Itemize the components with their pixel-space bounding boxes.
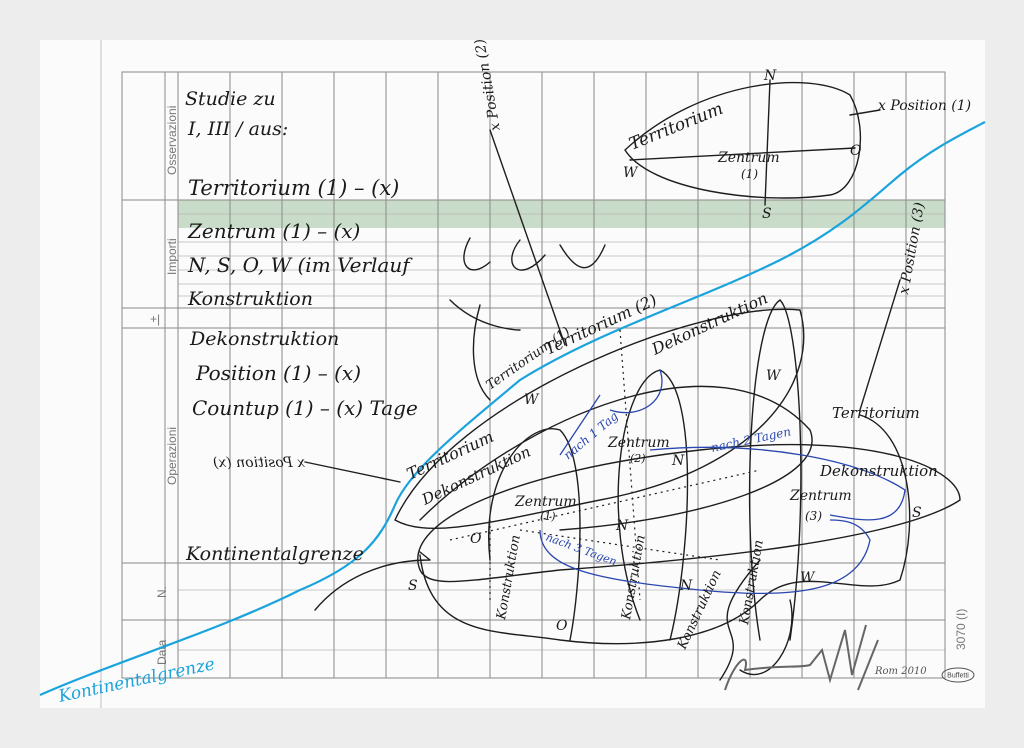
label-zentrum-3: Zentrum bbox=[789, 488, 852, 504]
label-n-low: N bbox=[615, 518, 629, 534]
label-w-top: W bbox=[623, 165, 639, 181]
label-num-3: (3) bbox=[805, 509, 822, 523]
signature: Rom 2010 bbox=[724, 624, 927, 691]
label-o-top: O bbox=[850, 143, 862, 159]
label-dekonstruktion-b: Dekonstruktion bbox=[819, 462, 938, 480]
note-position-mirrored: x Position (x) bbox=[213, 455, 305, 471]
label-s-right: S bbox=[912, 505, 922, 521]
note-countup: Countup (1) – (x) Tage bbox=[192, 396, 418, 420]
label-position-1: x Position (1) bbox=[878, 98, 971, 114]
label-n-mid: N bbox=[671, 453, 685, 469]
label-zentrum-top: Zentrum bbox=[717, 150, 780, 166]
label-o-mid: O bbox=[470, 531, 482, 547]
brand-logo bbox=[941, 667, 975, 683]
label-importi: Importi bbox=[165, 238, 179, 275]
label-num-2: (2) bbox=[630, 452, 646, 465]
label-s-top: S bbox=[762, 206, 772, 222]
note-territorium: Territorium (1) – (x) bbox=[188, 176, 399, 200]
label-data: Data bbox=[155, 639, 169, 665]
note-title-1: Studie zu bbox=[185, 88, 276, 110]
label-w-mid: W bbox=[524, 392, 540, 408]
label-w-right: W bbox=[766, 368, 782, 384]
continental-border-line bbox=[39, 121, 986, 697]
note-title-2: I, III / aus: bbox=[187, 118, 288, 140]
label-zentrum-1-mid: Zentrum bbox=[514, 494, 577, 510]
label-zentrum-2: Zentrum bbox=[607, 435, 670, 451]
note-dekonstruktion: Dekonstruktion bbox=[189, 328, 339, 350]
label-plus-minus: +| bbox=[150, 312, 160, 326]
label-n: N. bbox=[155, 586, 169, 598]
label-w-bottom: W bbox=[800, 570, 816, 586]
label-territorium-3: Territorium bbox=[832, 404, 920, 422]
label-n-bottom: N bbox=[679, 578, 693, 594]
section-labels: Osservazioni Importi +| Operazioni N. Da… bbox=[150, 106, 975, 683]
label-operazioni: Operazioni bbox=[165, 427, 179, 485]
form-number: 3070 (I) bbox=[954, 609, 968, 650]
signature-place-date: Rom 2010 bbox=[874, 666, 927, 677]
ink-drawing bbox=[304, 79, 961, 681]
label-num-1-mid: (1) bbox=[540, 510, 556, 523]
label-o-low: O bbox=[556, 618, 568, 634]
label-n-top: N bbox=[763, 68, 777, 84]
note-zentrum: Zentrum (1) – (x) bbox=[187, 219, 360, 243]
notes: Studie zu I, III / aus: Territorium (1) … bbox=[185, 88, 418, 565]
label-s-left: S bbox=[408, 578, 418, 594]
note-konstruktion: Konstruktion bbox=[187, 288, 313, 310]
note-nsow: N, S, O, W (im Verlauf bbox=[187, 253, 413, 277]
label-osservazioni: Osservazioni bbox=[165, 106, 179, 175]
ledger-grid bbox=[100, 40, 946, 708]
note-position: Position (1) – (x) bbox=[195, 361, 361, 385]
brand-name: Buffetti bbox=[947, 673, 969, 680]
note-kontinentalgrenze: Kontinentalgrenze bbox=[185, 543, 364, 565]
label-num-1-top: (1) bbox=[741, 167, 758, 181]
paper bbox=[40, 40, 985, 708]
